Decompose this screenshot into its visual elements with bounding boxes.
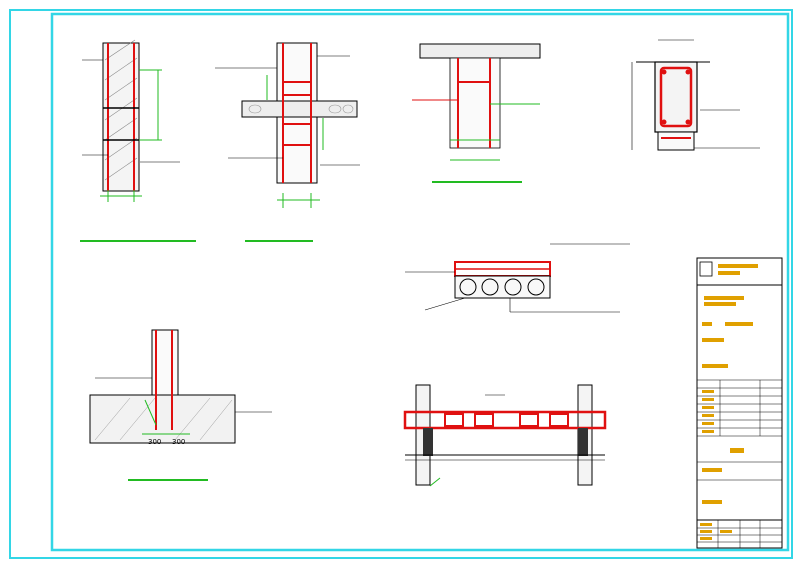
detail-beam-section [631, 39, 760, 151]
detail-column-reinforcement [215, 42, 360, 242]
title-block [696, 257, 783, 549]
outer-frame [9, 9, 793, 559]
detail-foundation: 300 300 [89, 329, 272, 481]
detail-wall-joint [80, 39, 196, 242]
dim-300-left: 300 [148, 438, 161, 446]
inner-frame [50, 12, 790, 552]
detail-floor-section [403, 384, 607, 487]
detail-slab-joint [412, 43, 541, 183]
dim-300-right: 300 [172, 438, 185, 446]
detail-hollow-slab [405, 243, 630, 313]
